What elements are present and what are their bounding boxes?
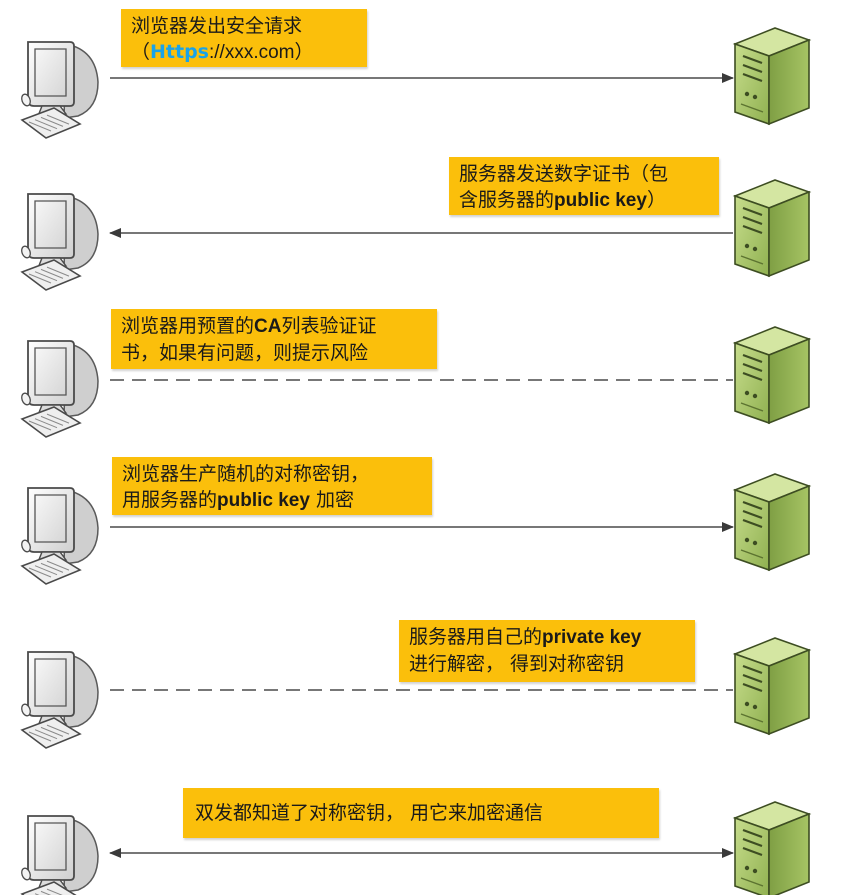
step-label-line: 双发都知道了对称密钥， 用它来加密通信 bbox=[195, 800, 647, 826]
step-label: 浏览器用预置的CA列表验证证书，如果有问题，则提示风险 bbox=[111, 309, 437, 369]
step-label-line: 含服务器的public key） bbox=[459, 187, 709, 214]
label-text: public key bbox=[554, 190, 647, 211]
label-text: private key bbox=[542, 627, 642, 648]
step-label: 双发都知道了对称密钥， 用它来加密通信 bbox=[183, 788, 659, 838]
label-text: 用服务器的 bbox=[122, 489, 218, 511]
step-label-line: （Https://xxx.com） bbox=[131, 39, 357, 66]
label-text: 书，如果有问题，则提示风险 bbox=[121, 342, 369, 364]
server-icon bbox=[732, 801, 812, 895]
label-text: 浏览器生产随机的对称密钥， bbox=[122, 463, 370, 485]
server-icon bbox=[732, 179, 812, 278]
label-text: 进行解密， 得到对称密钥 bbox=[409, 653, 625, 675]
computer-icon bbox=[20, 340, 99, 438]
label-text: Https bbox=[150, 41, 209, 63]
server-icon bbox=[732, 27, 812, 126]
label-text: 列表验证证 bbox=[281, 315, 377, 337]
computer-icon bbox=[20, 651, 99, 749]
server-icon bbox=[732, 637, 812, 736]
label-text: public key bbox=[217, 490, 310, 511]
step-label-line: 浏览器生产随机的对称密钥， bbox=[122, 461, 422, 487]
server-icon bbox=[732, 326, 812, 425]
server-icon bbox=[732, 473, 812, 572]
step-label: 服务器发送数字证书（包含服务器的public key） bbox=[449, 157, 719, 215]
computer-icon bbox=[20, 815, 99, 895]
label-text: （ bbox=[131, 41, 151, 63]
label-text: 浏览器用预置的 bbox=[121, 315, 255, 337]
step-label: 浏览器发出安全请求（Https://xxx.com） bbox=[121, 9, 367, 67]
label-text: 加密 bbox=[309, 489, 354, 511]
step-label-line: 服务器用自己的private key bbox=[409, 624, 685, 651]
step-label-line: 进行解密， 得到对称密钥 bbox=[409, 651, 685, 677]
step-label-line: 浏览器发出安全请求 bbox=[131, 13, 357, 39]
step-label-line: 用服务器的public key 加密 bbox=[122, 487, 422, 514]
label-text: 服务器用自己的 bbox=[409, 626, 543, 648]
step-label-line: 浏览器用预置的CA列表验证证 bbox=[121, 313, 427, 340]
step-label: 浏览器生产随机的对称密钥，用服务器的public key 加密 bbox=[112, 457, 432, 515]
computer-icon bbox=[20, 193, 99, 291]
computer-icon bbox=[20, 487, 99, 585]
label-text: 服务器发送数字证书（包 bbox=[459, 163, 669, 185]
label-text: 浏览器发出安全请求 bbox=[131, 15, 303, 37]
label-text: CA bbox=[254, 316, 282, 337]
step-label-line: 服务器发送数字证书（包 bbox=[459, 161, 709, 187]
label-text: 含服务器的 bbox=[459, 189, 555, 211]
label-text: ://xxx.com） bbox=[209, 42, 314, 63]
label-text: ） bbox=[646, 189, 666, 211]
label-text: 双发都知道了对称密钥， 用它来加密通信 bbox=[195, 802, 544, 824]
computer-icon bbox=[20, 41, 99, 139]
step-label-line: 书，如果有问题，则提示风险 bbox=[121, 340, 427, 366]
